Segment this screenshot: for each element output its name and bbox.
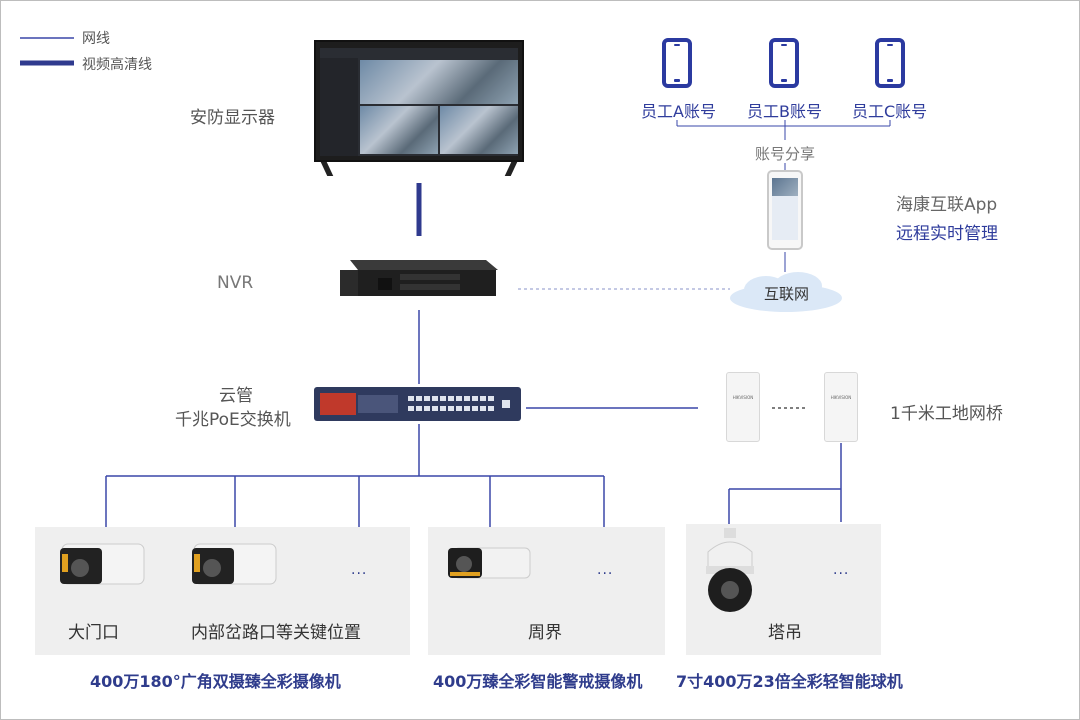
monitor-label: 安防显示器 — [190, 108, 275, 128]
location-gate-label: 大门口 — [68, 623, 119, 643]
app-name-label: 海康互联App — [896, 195, 998, 215]
smartphone-app — [767, 170, 803, 250]
switch-label-line1: 云管 — [219, 386, 253, 406]
nvr-device — [340, 260, 498, 296]
speed-dome-camera-icon — [706, 528, 754, 612]
monitor-video-tile — [440, 106, 518, 154]
dual-lens-camera-icon — [60, 543, 145, 585]
more-cameras-ellipsis: ... — [597, 562, 614, 578]
switch-label-line2: 千兆PoE交换机 — [175, 410, 291, 430]
bridge-brand-text: HIKVISION — [830, 395, 852, 400]
legend-hd-line-label: 视频高清线 — [82, 57, 152, 73]
account-b-label: 员工B账号 — [747, 102, 822, 121]
bullet-camera-icon — [448, 547, 531, 579]
location-junction-label: 内部岔路口等关键位置 — [191, 623, 361, 643]
monitor-sidebar — [320, 58, 358, 156]
dual-lens-camera-icon — [192, 543, 277, 585]
legend-net-line-label: 网线 — [82, 31, 110, 47]
location-perimeter-label: 周界 — [528, 623, 562, 643]
bridge-brand-text: HIKVISION — [732, 395, 754, 400]
account-a-label: 员工A账号 — [641, 102, 716, 121]
camera-group-3-caption: 7寸400万23倍全彩轻智能球机 — [676, 672, 903, 691]
phone-icon — [875, 38, 905, 88]
app-desc-label: 远程实时管理 — [896, 224, 998, 244]
bridge-label: 1千米工地网桥 — [890, 404, 1003, 424]
more-cameras-ellipsis: ... — [833, 562, 850, 578]
wireless-bridge-b: HIKVISION — [824, 372, 858, 442]
location-tower-crane-label: 塔吊 — [768, 623, 802, 643]
monitor-video-tile — [360, 106, 438, 154]
account-share-label: 账号分享 — [755, 145, 816, 163]
wireless-bridge-a: HIKVISION — [726, 372, 760, 442]
poe-switch — [314, 387, 521, 421]
nvr-label: NVR — [217, 273, 254, 293]
phone-icon — [662, 38, 692, 88]
camera-group-2-caption: 400万臻全彩智能警戒摄像机 — [433, 672, 643, 691]
account-c-label: 员工C账号 — [852, 102, 928, 121]
more-cameras-ellipsis: ... — [351, 562, 368, 578]
camera-group-1-caption: 400万180°广角双摄臻全彩摄像机 — [90, 672, 341, 691]
internet-cloud-icon — [730, 272, 842, 312]
switch-brand-plate — [320, 393, 356, 415]
security-monitor — [314, 40, 524, 162]
monitor-video-tile — [360, 60, 518, 104]
internet-label: 互联网 — [764, 285, 810, 303]
phone-icon — [769, 38, 799, 88]
